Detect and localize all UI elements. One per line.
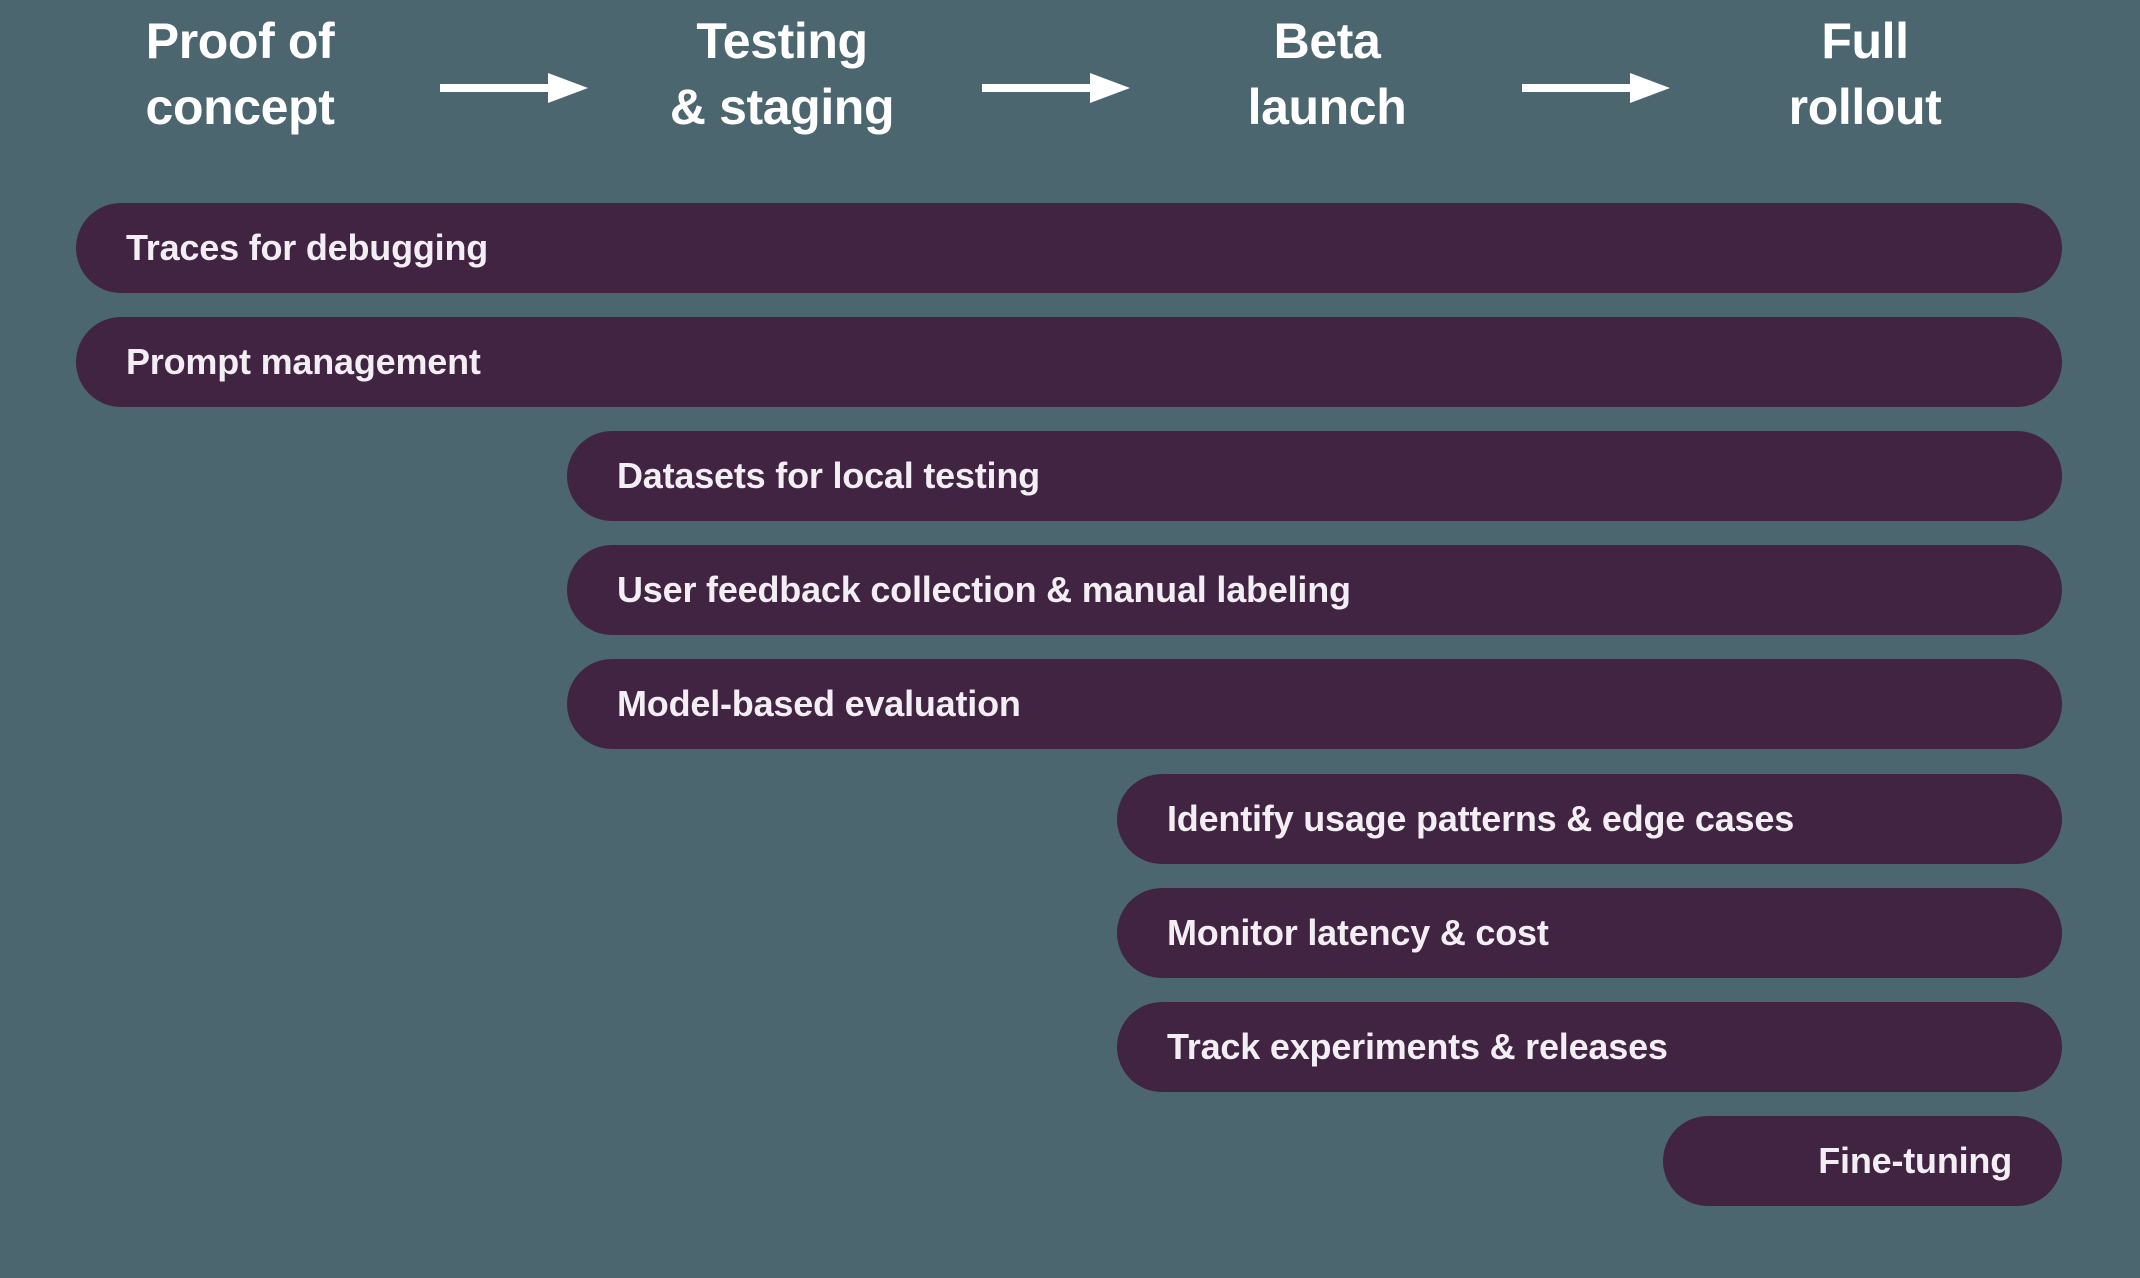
capability-bar[interactable]: Fine-tuning: [1663, 1116, 2062, 1206]
phase-label-3: Beta launch: [1247, 13, 1407, 135]
capability-bar[interactable]: Identify usage patterns & edge cases: [1117, 774, 2062, 864]
arrow-beta-to-rollout-icon: [1522, 72, 1670, 104]
phase-label-2: Testing & staging: [669, 13, 895, 135]
capability-bar-label: Model-based evaluation: [617, 683, 1021, 724]
capability-bar-label: Track experiments & releases: [1167, 1026, 1668, 1067]
capability-bar[interactable]: Monitor latency & cost: [1117, 888, 2062, 978]
capability-bar[interactable]: Model-based evaluation: [567, 659, 2062, 749]
capability-bar-label: Monitor latency & cost: [1167, 912, 1549, 953]
capability-bar[interactable]: Datasets for local testing: [567, 431, 2062, 521]
arrow-poc-to-testing-icon: [440, 72, 588, 104]
capability-bar-label: Identify usage patterns & edge cases: [1167, 798, 1795, 839]
capability-bar-label: Prompt management: [126, 341, 481, 382]
capability-bar-label: User feedback collection & manual labeli…: [617, 569, 1351, 610]
capability-bar-label: Datasets for local testing: [617, 455, 1040, 496]
capability-bar[interactable]: Prompt management: [76, 317, 2062, 407]
phase-label-1: Proof of concept: [145, 13, 335, 135]
capability-bar[interactable]: Track experiments & releases: [1117, 1002, 2062, 1092]
capability-bar[interactable]: User feedback collection & manual labeli…: [567, 545, 2062, 635]
phase-header-row: Proof of concept Testing & staging Beta la…: [0, 0, 2140, 175]
capability-bar-label: Fine-tuning: [1818, 1140, 2012, 1181]
arrow-testing-to-beta-icon: [982, 72, 1130, 104]
capability-bar[interactable]: Traces for debugging: [76, 203, 2062, 293]
capability-bar-label: Traces for debugging: [126, 227, 489, 268]
phase-label-4: Full rollout: [1788, 13, 1942, 135]
